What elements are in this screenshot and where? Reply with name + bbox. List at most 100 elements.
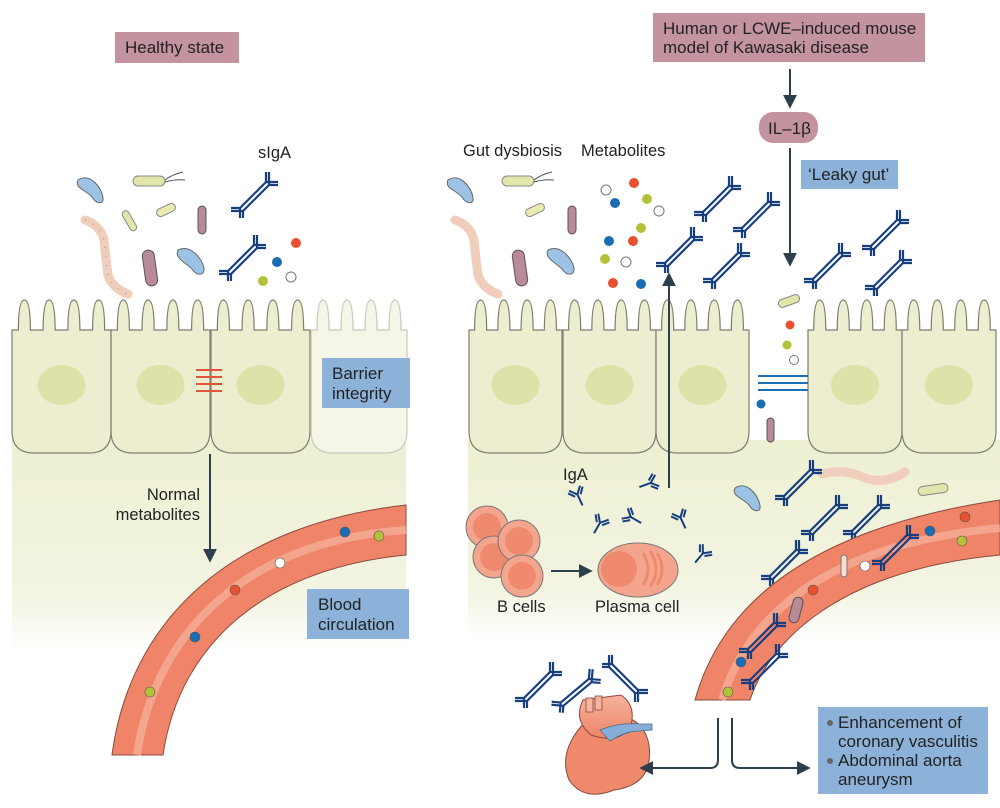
right-panel-kawasaki: Human or LCWE–induced mouse model of Kaw… (446, 13, 1000, 795)
metabolite-blue-dot (272, 257, 282, 267)
cell-nucleus (491, 365, 540, 405)
metabolite-white-dot (653, 205, 665, 217)
sIgA-label: sIgA (258, 144, 291, 162)
leaky-gut-box (801, 160, 898, 189)
metabolite-blue-dot (610, 198, 620, 208)
sIgA-antibody-icon (217, 233, 268, 283)
tight-junction-leaky (758, 375, 808, 391)
microbe-group-left (76, 171, 207, 299)
bacterium-flagellated-icon (121, 210, 138, 232)
blood-vessel-left (111, 504, 407, 756)
antibody-icon (802, 241, 853, 291)
cell-nucleus (136, 365, 185, 405)
b-cells-cluster (465, 505, 544, 598)
metabolite-white-dot (600, 184, 612, 196)
bacterium-small-rod-icon (156, 202, 176, 218)
bacterium-blue-submucosa-icon (733, 485, 761, 512)
bacterium-blue-2-icon (176, 248, 205, 275)
bacterium-spiky-icon (197, 205, 207, 235)
barrier-integrity-box (322, 358, 410, 408)
plasma-cell (597, 542, 679, 598)
metabolite-red-dot (291, 238, 301, 248)
il1b-pill (759, 112, 818, 143)
metabolite-white-dot (620, 256, 632, 268)
metabolites-label: Metabolites (581, 142, 665, 160)
chain-bacteria-icon (450, 215, 503, 299)
cell-nucleus (585, 365, 634, 405)
vessel-green-dot (722, 686, 734, 698)
left-panel-healthy: Healthy state sIgA (11, 32, 410, 756)
outcome-arrow-right (731, 718, 811, 775)
outcome-1-line-1: Enhancement of (838, 713, 962, 732)
barrier-integrity-label-1: Barrier (332, 364, 383, 383)
healthy-state-label: Healthy state (125, 38, 224, 57)
vessel-green-dot (956, 535, 968, 547)
metabolites-cluster (600, 178, 665, 289)
metabolite-red-dot (629, 178, 639, 188)
sIgA-antibody-icon (229, 170, 280, 220)
bacterium-blue-icon (446, 177, 474, 204)
il1b-label: IL–1β (768, 119, 811, 138)
metabolite-red-dot (608, 278, 618, 288)
plasma-cell-label: Plasma cell (595, 598, 679, 616)
microbe-group-right (446, 171, 577, 299)
cell-nucleus (236, 365, 285, 405)
metabolite-blue-dot (604, 236, 614, 246)
kawasaki-model-box (653, 13, 925, 62)
iga-label: IgA (563, 466, 588, 484)
antibody-icon (692, 174, 743, 224)
chain-bacteria-submucosa-icon (817, 467, 910, 485)
metabolite-green-dot (636, 223, 646, 233)
vessel-white-dot (274, 557, 286, 569)
bullet-icon (827, 758, 833, 764)
vessel-blue-dot (735, 656, 747, 668)
bullet-icon (827, 720, 833, 726)
normal-metabolites-label-2: metabolites (116, 506, 200, 524)
vessel-red-dot (807, 584, 819, 596)
bacterium-in-vessel-icon (840, 554, 848, 578)
cell-nucleus (925, 365, 973, 405)
bacterium-rod-submucosa-icon (917, 483, 949, 496)
epithelium-right (468, 299, 997, 454)
antibody-icon (860, 208, 911, 258)
vessel-red-dot (229, 584, 241, 596)
blood-circulation-label-1: Blood (318, 595, 361, 614)
bacterium-small-rod-icon (525, 202, 545, 218)
epithelium-left (11, 299, 408, 454)
bacterium-rod-icon (132, 175, 166, 187)
leak-red-dot (785, 320, 795, 330)
antibody-icon (654, 225, 705, 275)
metabolite-green-dot (642, 194, 652, 204)
gut-dysbiosis-label: Gut dysbiosis (463, 142, 562, 160)
leaky-gut-label: ‘Leaky gut’ (808, 165, 889, 184)
metabolite-green-dot (600, 254, 610, 264)
vessel-green-dot (144, 686, 156, 698)
cell-nucleus (831, 365, 879, 405)
metabolite-blue-dot (636, 279, 646, 289)
heart-icon (565, 694, 653, 795)
leak-green-dot (782, 340, 792, 350)
metabolite-white-dot (285, 271, 297, 283)
vessel-blue-dot (339, 526, 351, 538)
bacterium-rod-icon (501, 175, 535, 187)
tight-junction-healthy (196, 369, 222, 392)
leak-white-dot (789, 355, 799, 365)
bacterium-spiky-large-icon (141, 249, 159, 287)
blood-circulation-box (307, 589, 409, 639)
antibody-icon (600, 653, 650, 704)
outcomes-box (818, 707, 988, 794)
metabolite-green-dot (258, 276, 268, 286)
vessel-green-dot (373, 530, 385, 542)
antibody-icon (731, 190, 782, 240)
outcome-arrow-left (639, 718, 719, 775)
vessel-blue-dot (924, 525, 936, 537)
bacterium-blue-2-icon (546, 248, 575, 275)
flagella-icon (533, 171, 555, 183)
chain-bacteria-icon (80, 215, 133, 299)
vessel-blue-dot (189, 631, 201, 643)
kawasaki-model-label-2: model of Kawasaki disease (663, 38, 869, 57)
bacterium-crossing-icon (777, 294, 801, 308)
healthy-state-box (115, 32, 239, 63)
normal-metabolites-label-1: Normal (147, 486, 200, 504)
